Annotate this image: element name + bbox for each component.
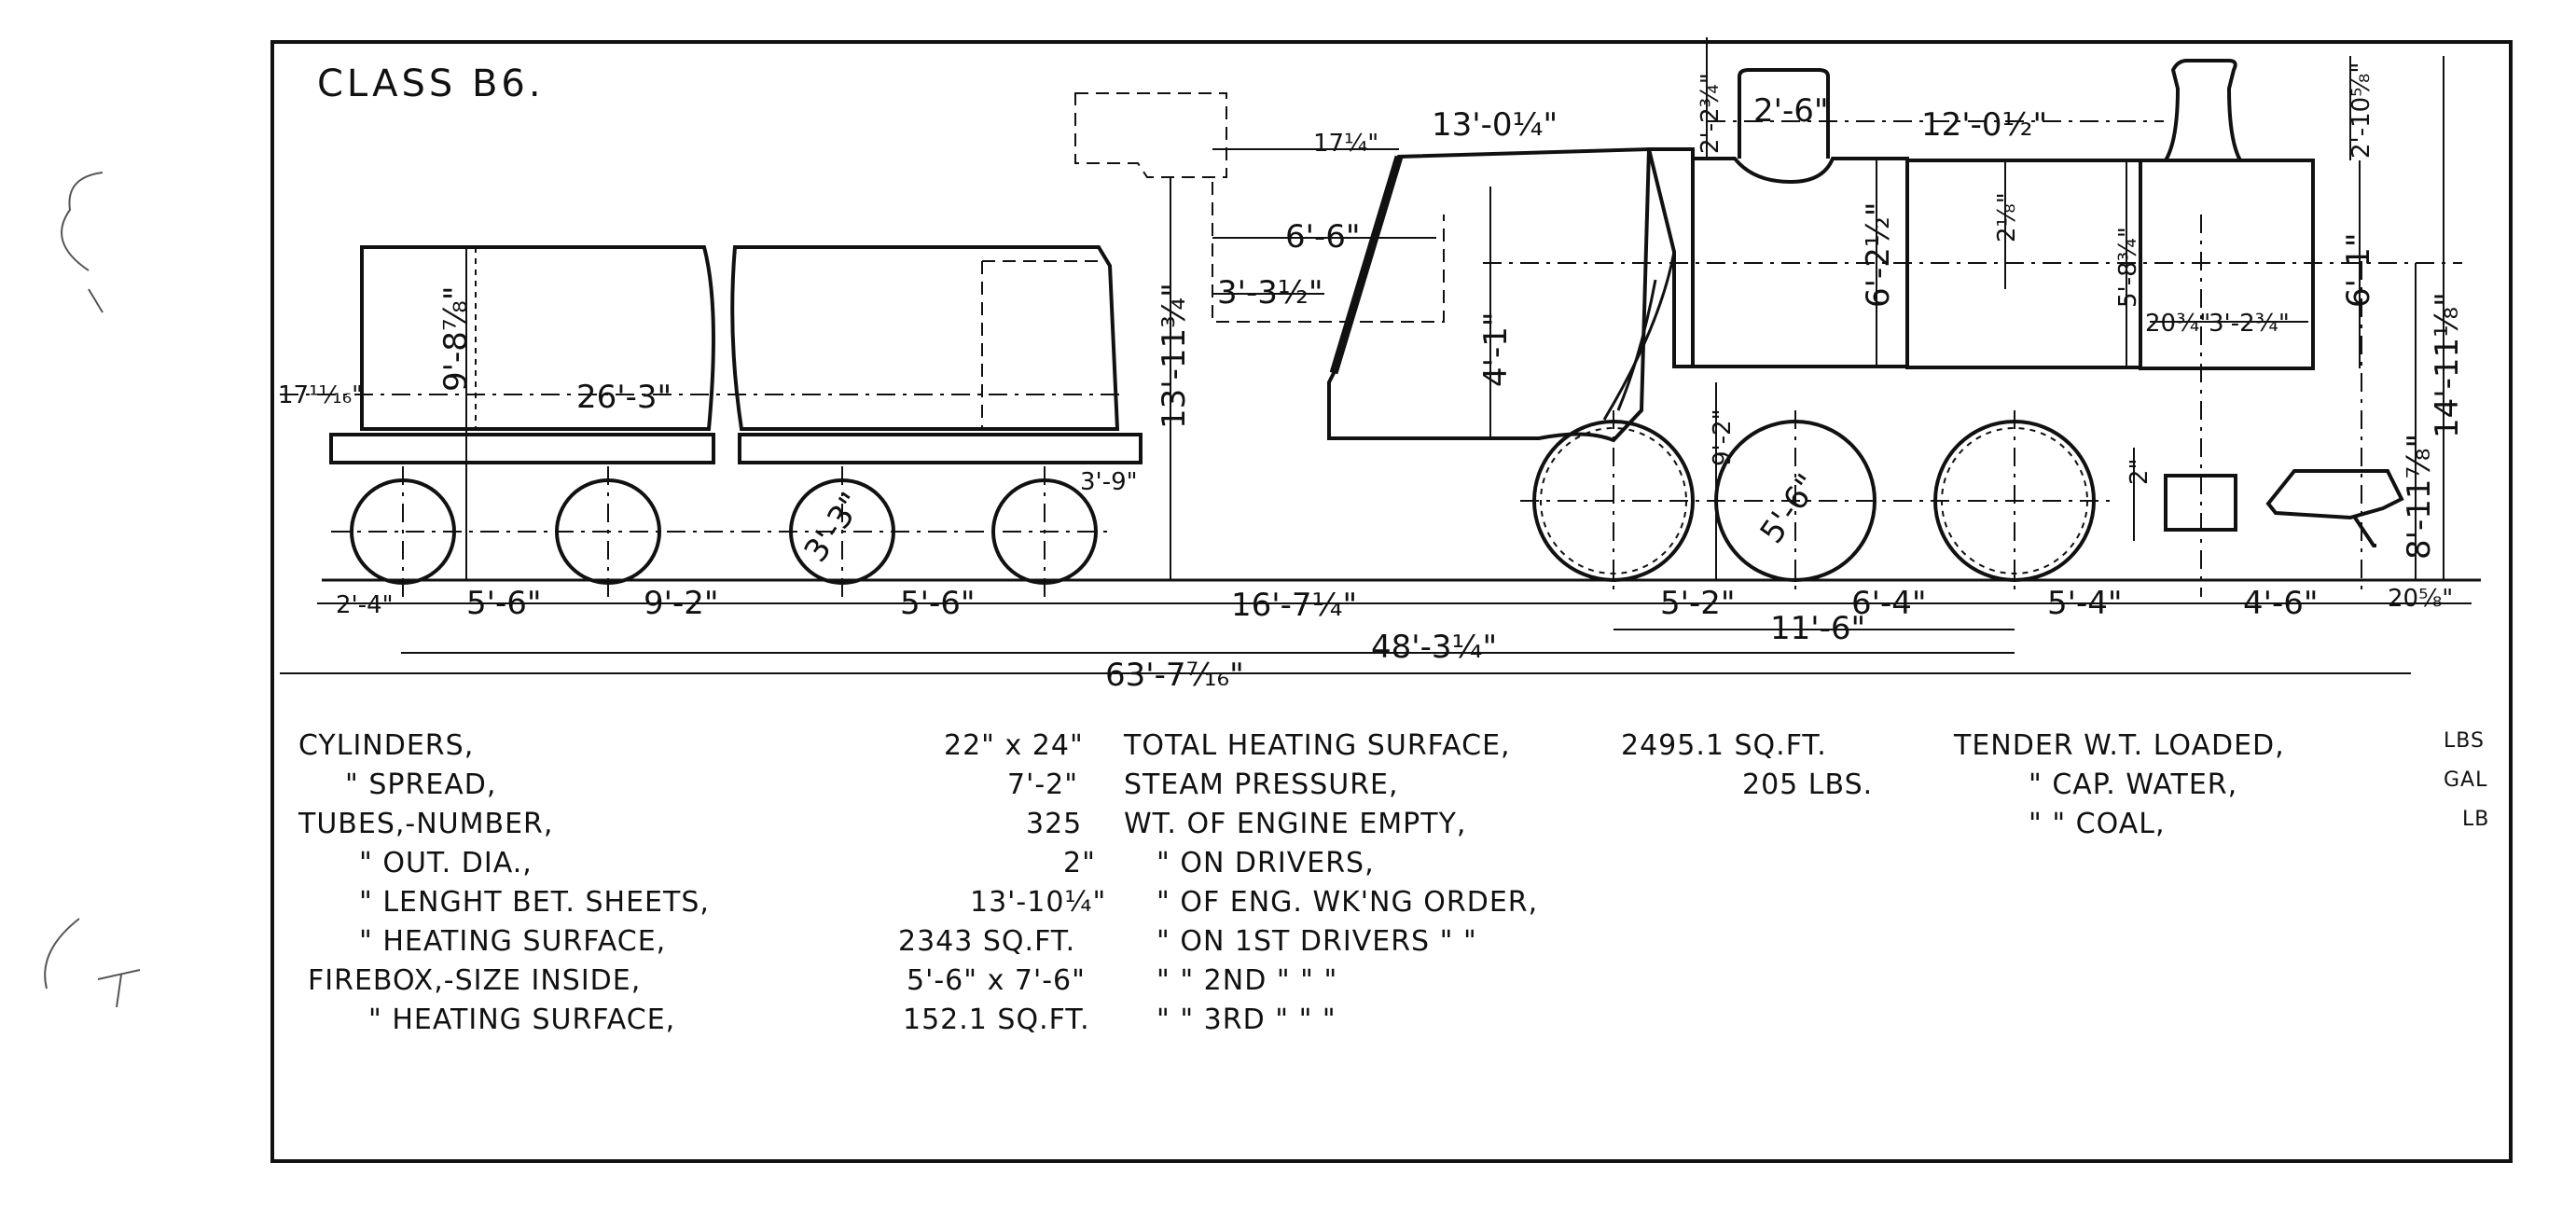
spec-value: 2343 SQ.FT. xyxy=(898,925,1076,958)
dim-b-52: 5'-2" xyxy=(1660,585,1736,622)
dim-b-64: 6'-4" xyxy=(1851,585,1927,622)
spec-value: 7'-2" xyxy=(1007,768,1079,801)
spec-value: 13'-10¼" xyxy=(970,886,1107,919)
spec-label: " " 2ND " " " xyxy=(1156,964,1338,997)
dim-b-167: 16'-7¼" xyxy=(1231,587,1357,624)
dim-boiler-218: 2⅛" xyxy=(1993,192,2021,242)
dim-firebox-17: 17¼" xyxy=(1313,130,1378,158)
dim-cab-66: 6'-6" xyxy=(1285,218,1361,256)
dim-top-dome: 2'-6" xyxy=(1753,92,1829,130)
drawing-title: CLASS B6. xyxy=(317,62,545,105)
spec-label: CYLINDERS, xyxy=(298,729,475,762)
dim-total-height: 14'-11⅛" xyxy=(2429,292,2466,438)
dim-cab-height: 13'-11¾" xyxy=(1156,283,1193,429)
dim-top-boiler: 12'-0½" xyxy=(1921,106,2047,144)
spec-label: WT. OF ENGINE EMPTY, xyxy=(1124,808,1467,840)
spec-label: " HEATING SURFACE, xyxy=(368,1003,676,1036)
spec-label: " ON 1ST DRIVERS " " xyxy=(1156,925,1477,958)
spec-value: 152.1 SQ.FT. xyxy=(903,1003,1090,1036)
dim-smokebox-61: 6'-1" xyxy=(2340,232,2377,308)
spec-label: " OF ENG. WK'NG ORDER, xyxy=(1156,886,1539,919)
dim-tender-17: 17¹¹⁄₁₆" xyxy=(278,381,363,409)
spec-label: STEAM PRESSURE, xyxy=(1124,768,1399,801)
dim-tender-width: 26'-3" xyxy=(576,379,672,416)
spec-value: 2495.1 SQ.FT. xyxy=(1621,729,1827,762)
spec-value: 205 LBS. xyxy=(1742,768,1874,801)
dim-wb-483: 48'-3¼" xyxy=(1371,629,1497,666)
dim-cyl-32: 3'-2¾" xyxy=(2209,310,2290,338)
spec-value: 5'-6" x 7'-6" xyxy=(907,964,1086,997)
dim-b-92: 9'-2" xyxy=(644,585,719,622)
spec-value: 325 xyxy=(1026,808,1083,840)
spec-label: " SPREAD, xyxy=(345,768,497,801)
dim-wb-116: 11'-6" xyxy=(1770,610,1865,647)
spec-label: " " COAL, xyxy=(2029,808,2166,840)
spec-label: " " 3RD " " " xyxy=(1156,1003,1336,1036)
spec-value: 22" x 24" xyxy=(944,729,1084,762)
dim-height-811: 8'-11⅞" xyxy=(2401,434,2438,560)
dim-tender-wheel-dia: 3'-3" xyxy=(797,486,871,569)
dim-tender-height: 9'-8⅞" xyxy=(437,286,475,392)
dim-cab-33: 3'-3½" xyxy=(1217,274,1323,311)
spec-unit: GAL xyxy=(2444,768,2488,792)
dim-smokebox-58: 5'-8¾" xyxy=(2114,227,2142,308)
spec-unit: LBS xyxy=(2444,729,2485,753)
dim-b-24: 2'-4" xyxy=(336,591,394,619)
dim-pilot-2: 2" xyxy=(2126,458,2154,485)
dim-top-firebox: 13'-0¼" xyxy=(1432,106,1558,144)
spec-row: CYLINDERS, xyxy=(298,729,474,762)
spec-label: TOTAL HEATING SURFACE, xyxy=(1124,729,1511,762)
spec-unit: LB xyxy=(2462,808,2490,831)
dim-overall: 63'-7⁷⁄₁₆" xyxy=(1105,657,1244,694)
dim-b-56b: 5'-6" xyxy=(900,585,976,622)
spec-label: " CAP. WATER, xyxy=(2029,768,2238,801)
spec-label: " LENGHT BET. SHEETS, xyxy=(359,886,710,919)
spec-label: TENDER W.T. LOADED, xyxy=(1954,729,2285,762)
dim-b-46: 4'-6" xyxy=(2243,585,2319,622)
dim-b-56a: 5'-6" xyxy=(466,585,542,622)
dim-driver-dia: 5'-6" xyxy=(1753,467,1827,550)
spec-label: TUBES,-NUMBER, xyxy=(298,808,554,840)
spec-label: " HEATING SURFACE, xyxy=(359,925,667,958)
dim-b-54: 5'-4" xyxy=(2047,585,2123,622)
spec-value: 2" xyxy=(1063,847,1096,879)
spec-label: " OUT. DIA., xyxy=(359,847,533,879)
dim-tender-wheel-39: 3'-9" xyxy=(1080,468,1138,496)
drawing-frame xyxy=(270,40,2513,1163)
dim-firebox-41: 4'-1" xyxy=(1477,311,1515,387)
dim-dome-height: 2'-2¾" xyxy=(1697,73,1724,154)
dim-boiler-dia: 6'-2½" xyxy=(1860,202,1897,308)
spec-label: " ON DRIVERS, xyxy=(1156,847,1375,879)
dim-cyl-203: 20¾" xyxy=(2145,310,2210,338)
dim-stack-height: 2'-10⅝" xyxy=(2347,62,2375,159)
dim-b-208: 20⅝" xyxy=(2388,585,2453,613)
spec-label: FIREBOX,-SIZE INSIDE, xyxy=(308,964,642,997)
dim-wheel-92: 9'-2" xyxy=(1709,408,1737,466)
